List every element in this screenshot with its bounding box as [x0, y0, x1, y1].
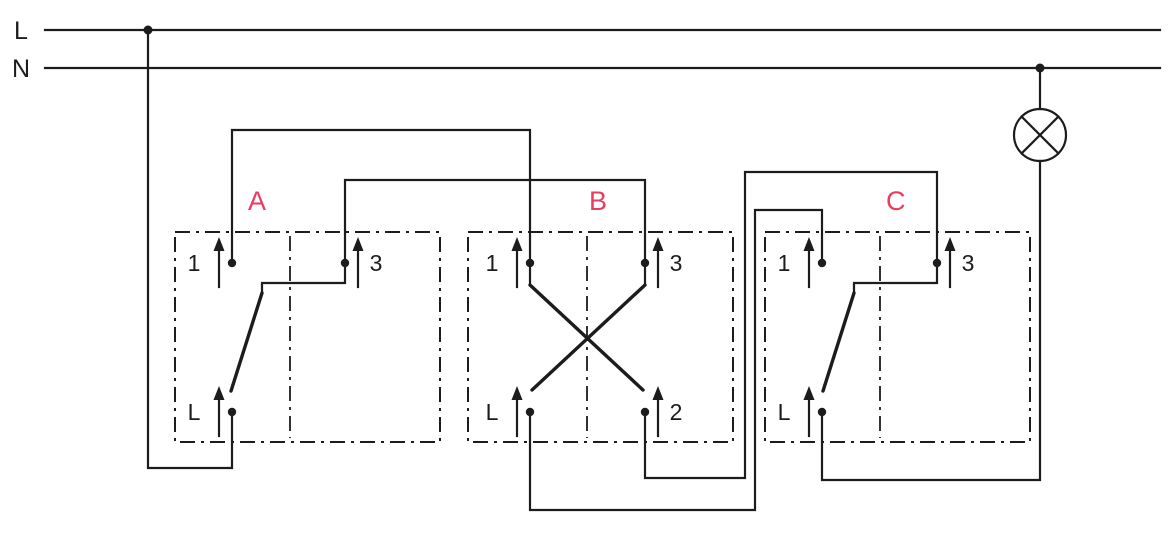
line-n-label: N	[12, 55, 30, 83]
switch-b: B 1 3 L 2	[467, 186, 734, 443]
terminal-c-1-label: 1	[778, 250, 791, 276]
terminal-a-1-label: 1	[188, 250, 201, 276]
switch-c-contact-stub	[852, 261, 939, 295]
strapper-bl-c1	[528, 208, 824, 512]
terminal-b-l-arrowhead	[511, 386, 523, 400]
switch-c-lever	[821, 291, 856, 393]
switch-a-box	[174, 231, 441, 443]
terminal-c-1-dot	[817, 258, 827, 268]
switch-a-lever	[229, 291, 264, 393]
supply-lines: L N	[12, 17, 1162, 83]
switch-c-label: C	[886, 186, 906, 216]
terminal-a-3-arrowhead	[352, 237, 364, 251]
switch-c-box	[764, 231, 1031, 443]
terminal-c-l-label: L	[778, 399, 791, 425]
line-l-label: L	[14, 17, 28, 45]
terminal-a-3: 3	[340, 237, 383, 289]
terminal-a-l: L	[188, 386, 237, 438]
switch-b-box	[467, 231, 734, 443]
terminal-c-1: 1	[778, 237, 827, 289]
terminal-a-1-dot	[227, 258, 237, 268]
terminal-a-1-arrowhead	[213, 237, 225, 251]
terminal-c-1-arrowhead	[803, 237, 815, 251]
terminal-c-l-arrowhead	[803, 386, 815, 400]
wire-supply-to-switch-a	[146, 28, 234, 470]
switch-a-label: A	[248, 186, 266, 216]
terminal-b-3-arrowhead	[652, 237, 664, 251]
terminal-b-3: 3	[640, 237, 683, 289]
wires	[146, 28, 1042, 512]
terminal-a-1: 1	[188, 237, 237, 289]
terminal-b-2-label: 2	[670, 399, 683, 425]
strapper-a1-b1	[230, 128, 532, 265]
terminal-b-3-label: 3	[670, 250, 683, 276]
terminal-a-l-dot	[227, 407, 237, 417]
lamp-cross-2	[1020, 115, 1060, 155]
terminal-c-3: 3	[932, 237, 975, 289]
terminal-b-1: 1	[486, 237, 535, 289]
terminal-b-2: 2	[640, 386, 683, 438]
switch-b-lever-cross-2	[528, 283, 645, 392]
terminal-b-1-label: 1	[486, 250, 499, 276]
switch-b-label: B	[589, 186, 607, 216]
terminal-b-2-arrowhead	[652, 386, 664, 400]
wire-cl-to-lamp	[820, 159, 1042, 482]
switch-a: A 1 3 L	[174, 186, 441, 443]
lamp-circle	[1012, 107, 1068, 163]
terminal-c-l-dot	[817, 407, 827, 417]
terminal-b-l-dot	[525, 407, 535, 417]
strapper-a3-b3	[343, 178, 647, 265]
terminal-b-1-arrowhead	[511, 237, 523, 251]
switch-a-contact-stub	[260, 261, 347, 295]
terminal-b-l: L	[486, 386, 535, 438]
terminal-a-3-label: 3	[370, 250, 383, 276]
lamp-icon	[1012, 107, 1068, 163]
terminal-a-l-label: L	[188, 399, 201, 425]
terminal-c-3-label: 3	[962, 250, 975, 276]
switch-c: C 1 3 L	[764, 186, 1031, 443]
terminal-c-3-arrowhead	[944, 237, 956, 251]
terminal-b-2-dot	[640, 407, 650, 417]
terminal-c-l: L	[778, 386, 827, 438]
terminal-b-l-label: L	[486, 399, 499, 425]
terminal-a-l-arrowhead	[213, 386, 225, 400]
strapper-b2-c3	[643, 170, 939, 480]
